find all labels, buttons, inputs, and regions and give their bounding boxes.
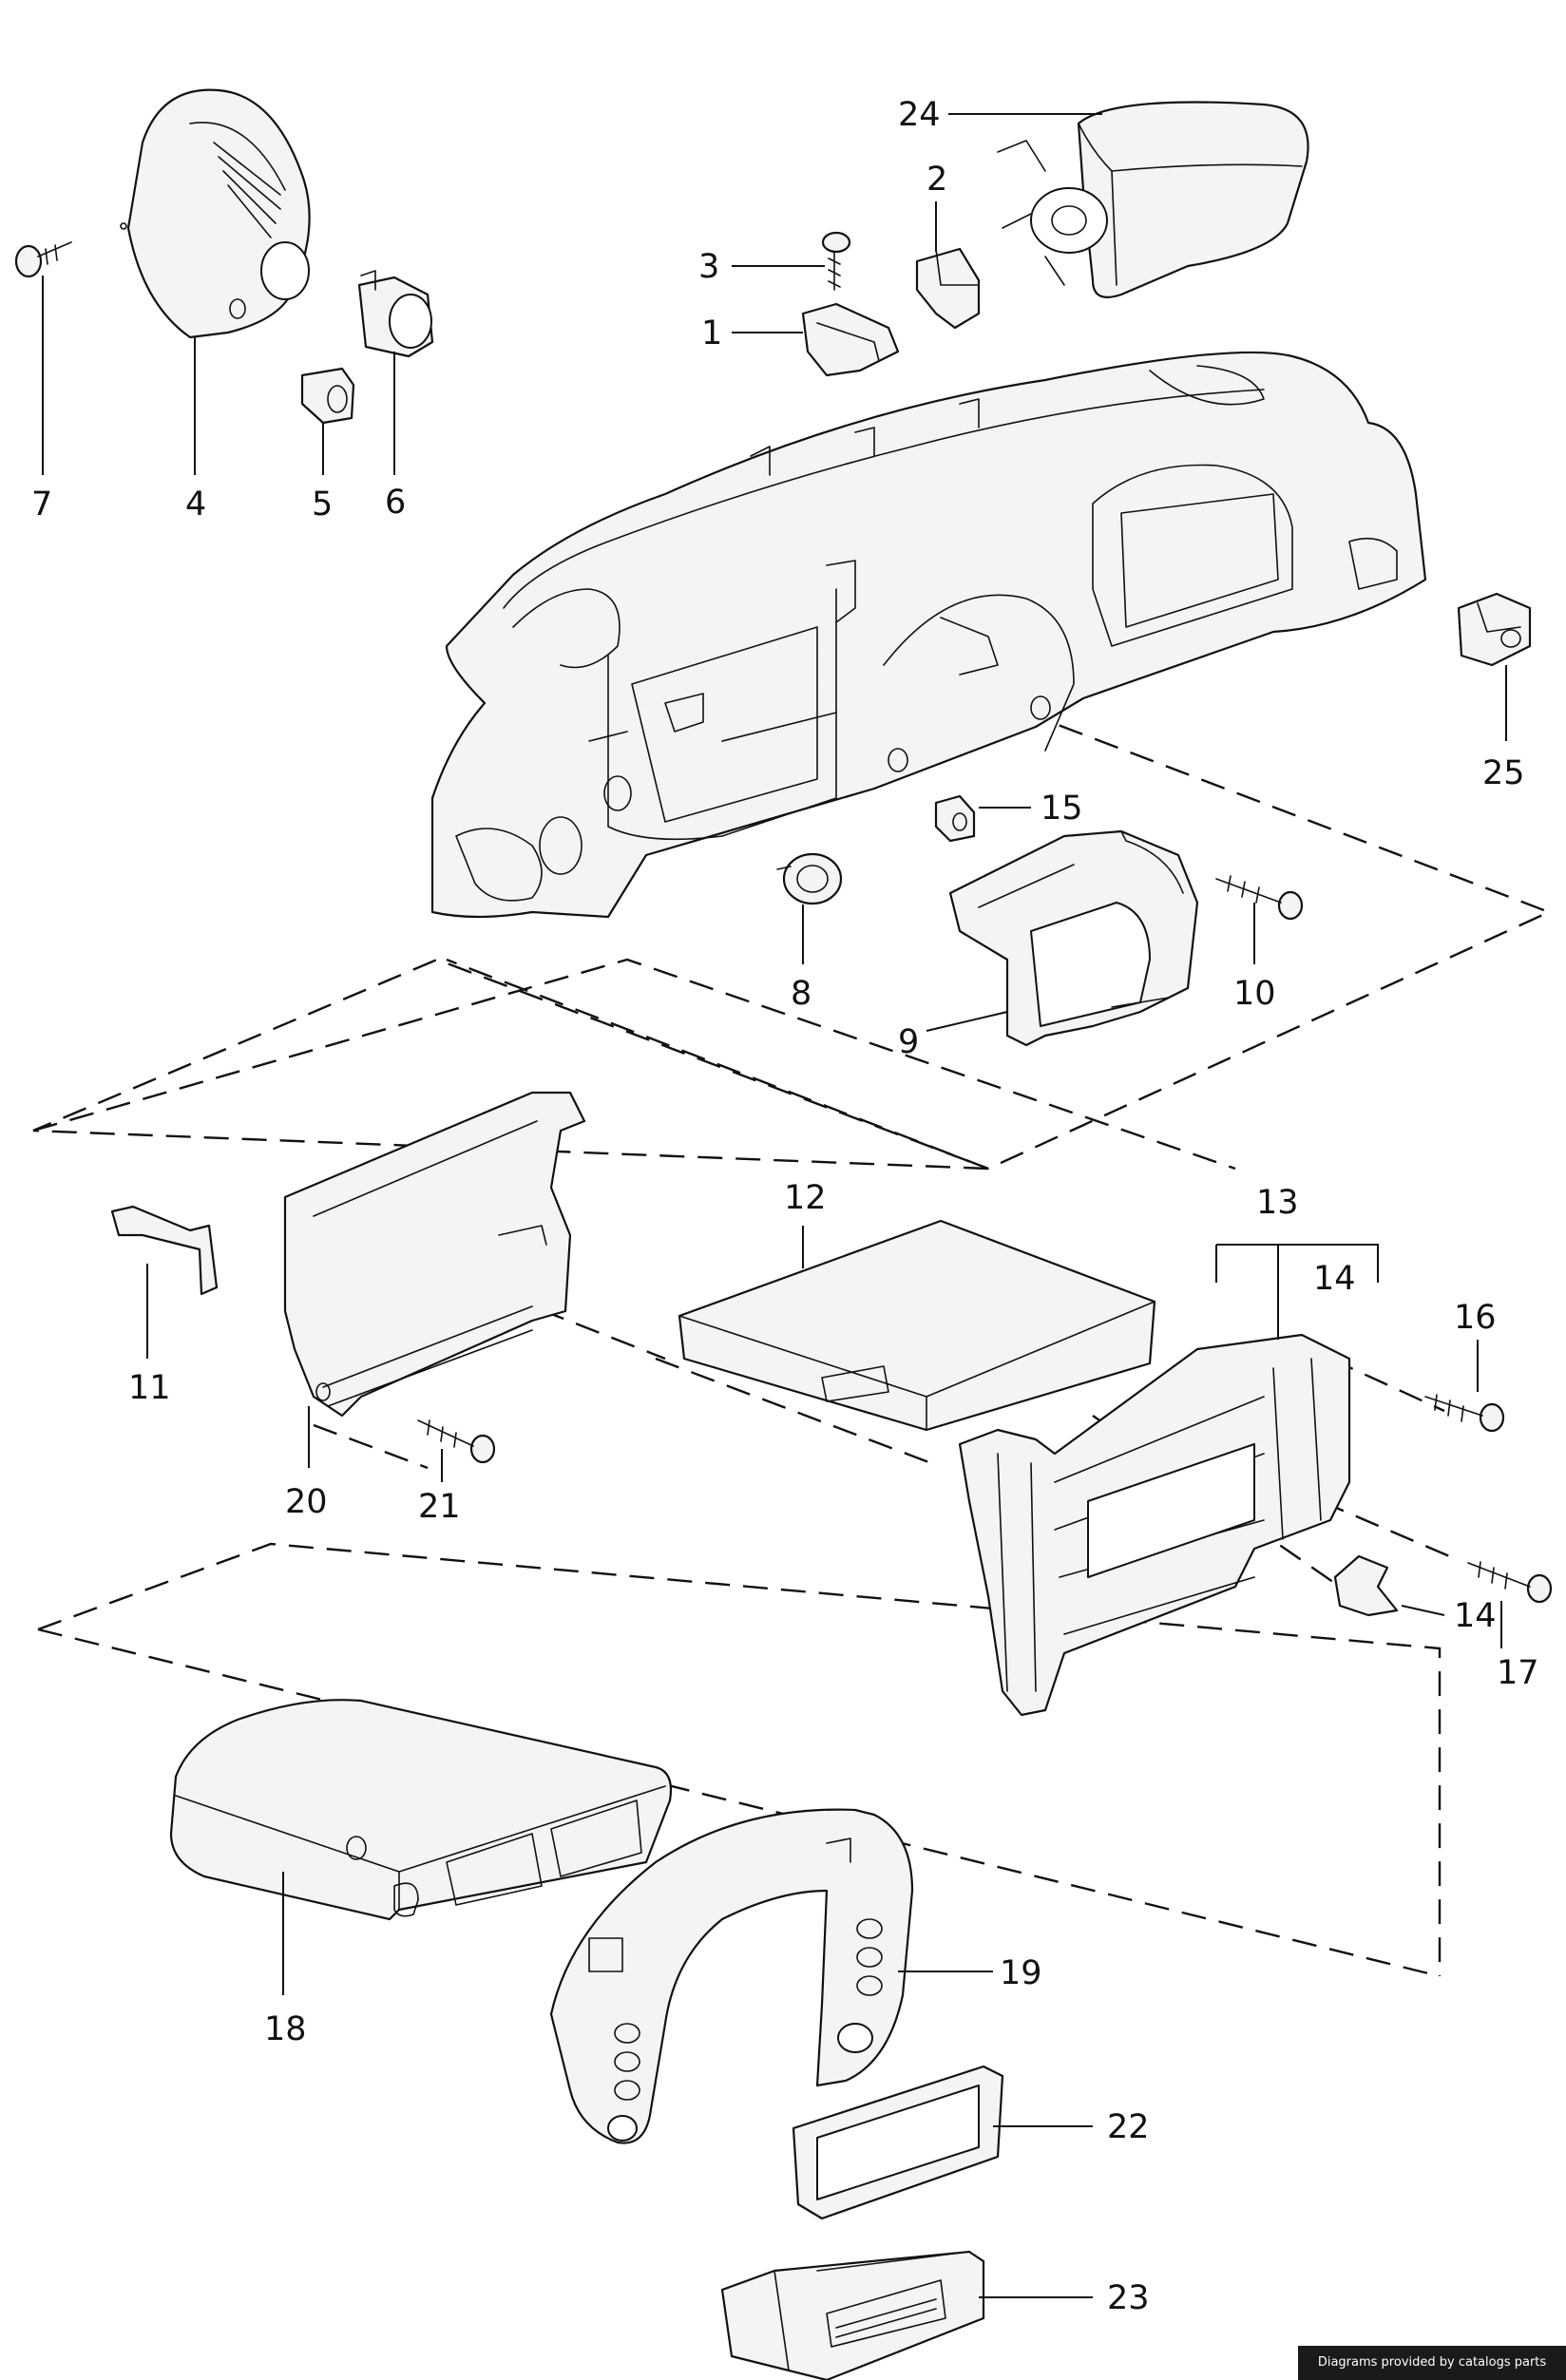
- grommet-part-8: [776, 852, 843, 905]
- dashboard-carrier: [430, 351, 1427, 919]
- credit-badge: Diagrams provided by catalogs parts: [1298, 2346, 1566, 2380]
- callout-6: 6: [385, 484, 406, 522]
- callout-7: 7: [31, 486, 52, 524]
- climate-unit-part-18: [169, 1699, 673, 1921]
- callout-16: 16: [1454, 1299, 1497, 1337]
- screw-part-17: [1467, 1561, 1553, 1604]
- screw-part-21: [417, 1419, 496, 1464]
- screw-part-16: [1424, 1394, 1505, 1433]
- screw-part-3: [821, 231, 851, 291]
- screw-part-7: [14, 241, 72, 278]
- callout-19: 19: [1000, 1954, 1042, 1992]
- callout-10: 10: [1233, 975, 1276, 1013]
- callout-24: 24: [898, 96, 941, 134]
- clip-part-14: [1333, 1554, 1399, 1617]
- side-frame-part-20: [283, 1091, 586, 1418]
- callout-20: 20: [285, 1483, 328, 1521]
- leader-lines: [42, 113, 1507, 2298]
- clip-part-5: [300, 367, 355, 425]
- callout-23: 23: [1107, 2279, 1150, 2317]
- callout-5: 5: [312, 486, 333, 524]
- callout-12: 12: [784, 1179, 827, 1217]
- storage-tray-part-23: [720, 2250, 985, 2380]
- callout-3: 3: [698, 248, 719, 286]
- airbag-module-part-24: [997, 101, 1309, 298]
- mounting-frame-part-13: [958, 1333, 1351, 1717]
- callout-15: 15: [1041, 790, 1083, 828]
- callout-11: 11: [128, 1369, 171, 1407]
- callout-14-lower: 14: [1454, 1597, 1497, 1635]
- callout-labels: 24 2 3 1 7 4 5 6 25 15 8 10 9 12 13 14 1…: [31, 96, 1539, 2317]
- callout-17: 17: [1497, 1654, 1539, 1692]
- callout-9: 9: [898, 1023, 919, 1061]
- callout-13: 13: [1256, 1184, 1299, 1222]
- bracket-part-11: [110, 1205, 219, 1296]
- callout-25: 25: [1482, 754, 1525, 792]
- callout-21: 21: [418, 1488, 461, 1526]
- callout-8: 8: [791, 975, 812, 1013]
- screw-part-10: [1215, 875, 1304, 921]
- mounting-bracket-part-1: [801, 302, 900, 377]
- trim-frame-part-22: [792, 2065, 1004, 2220]
- switch-bezel-part-6: [357, 270, 434, 358]
- trim-panel-part-19: [549, 1808, 914, 2144]
- clip-part-15: [934, 794, 976, 843]
- console-bracket-part-9: [948, 829, 1199, 1047]
- callout-4: 4: [185, 486, 206, 524]
- unit-part-12: [678, 1219, 1156, 1432]
- bracket-part-2: [915, 247, 981, 330]
- callout-1: 1: [701, 314, 722, 352]
- switch-part-25: [1457, 592, 1532, 667]
- column-cover-part-4: [120, 88, 311, 339]
- callout-22: 22: [1107, 2108, 1150, 2146]
- callout-14-top: 14: [1313, 1260, 1356, 1298]
- callout-18: 18: [264, 2010, 307, 2048]
- callout-2: 2: [926, 161, 947, 199]
